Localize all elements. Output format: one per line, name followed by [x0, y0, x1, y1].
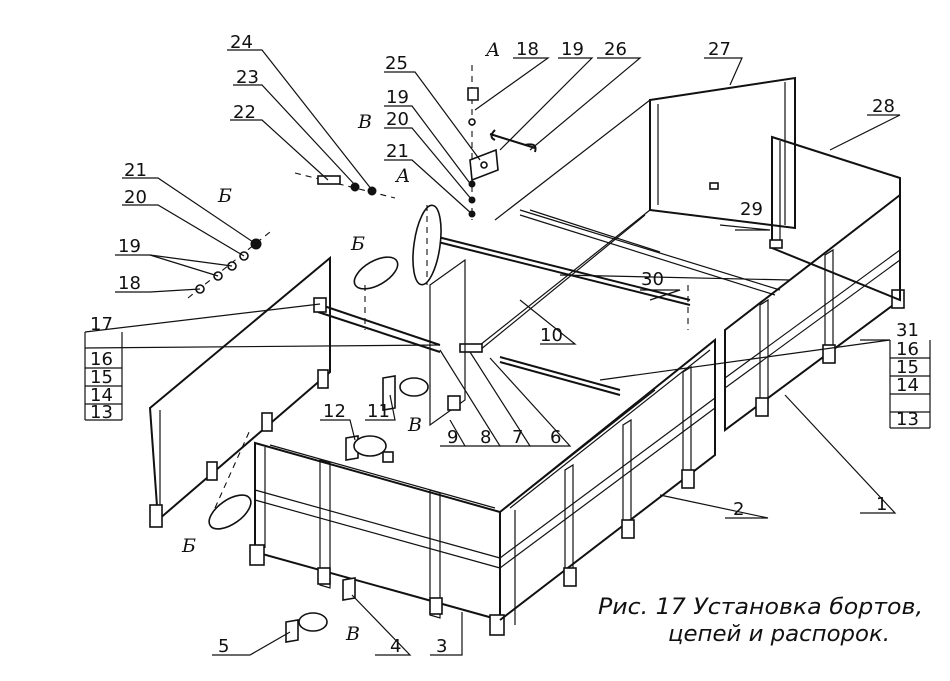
callout-numbers: 1 2 3 4 5 6 7 8 9 10 11 12 13 14 15 16 1… — [90, 32, 919, 657]
callout-23: 23 — [236, 67, 259, 88]
rear-board — [769, 135, 901, 302]
callout-22: 22 — [233, 102, 256, 123]
right-side-board — [499, 337, 716, 625]
callout-11: 11 — [367, 401, 390, 422]
callout-4: 4 — [390, 636, 401, 657]
view-b-mid: Б — [350, 233, 365, 255]
callout-20-left: 20 — [124, 187, 147, 208]
callout-13-left: 13 — [90, 402, 113, 423]
callout-21-mid: 21 — [386, 141, 409, 162]
callout-31: 31 — [896, 320, 919, 341]
callout-3: 3 — [436, 636, 447, 657]
callout-10: 10 — [540, 325, 563, 346]
platform-floor — [479, 209, 791, 513]
caption-line-2: цепей и распорок. — [668, 622, 890, 647]
left-side-board — [148, 255, 331, 528]
callout-15-right: 15 — [896, 357, 919, 378]
callout-15-left: 15 — [90, 367, 113, 388]
view-a-top: А — [484, 39, 500, 61]
callout-21-left: 21 — [124, 160, 147, 181]
callout-1: 1 — [876, 494, 887, 515]
callout-29: 29 — [740, 199, 763, 220]
callout-8: 8 — [480, 427, 491, 448]
callout-18-top: 18 — [516, 39, 539, 60]
front-side-board — [249, 441, 505, 636]
view-v-low: В — [345, 623, 360, 645]
callout-9: 9 — [447, 427, 458, 448]
view-a-mid: А — [394, 165, 410, 187]
callout-18-left: 18 — [118, 273, 141, 294]
callout-19-top: 19 — [561, 39, 584, 60]
callout-25: 25 — [385, 53, 408, 74]
brackets — [285, 375, 396, 643]
corner-post — [429, 258, 466, 427]
spacer-bars — [313, 209, 691, 396]
callout-6: 6 — [550, 427, 561, 448]
callout-19-left: 19 — [118, 236, 141, 257]
callout-14-left: 14 — [90, 385, 113, 406]
callout-27: 27 — [708, 39, 731, 60]
callout-12: 12 — [323, 401, 346, 422]
view-letters: А А Б Б Б В В В — [181, 39, 500, 645]
callout-28: 28 — [872, 96, 895, 117]
callout-24: 24 — [230, 32, 253, 53]
callout-20-mid: 20 — [386, 109, 409, 130]
callout-30: 30 — [641, 269, 664, 290]
callout-7: 7 — [512, 427, 523, 448]
callout-13-right: 13 — [896, 409, 919, 430]
fasteners — [187, 65, 689, 330]
view-b-left: Б — [217, 185, 232, 207]
view-b-low: Б — [181, 535, 196, 557]
view-v-mid: В — [407, 414, 422, 436]
leader-lines — [84, 49, 931, 656]
front-board — [479, 76, 796, 346]
view-v-top: В — [357, 111, 372, 133]
figure-caption: Рис. 17 Установка бортов, цепей и распор… — [598, 595, 923, 647]
rear-right-side-board — [724, 192, 905, 432]
detail-views — [208, 204, 442, 632]
callout-16-left: 16 — [90, 349, 113, 370]
callout-5: 5 — [218, 636, 229, 657]
callout-19-mid: 19 — [386, 87, 409, 108]
callout-14-right: 14 — [896, 375, 919, 396]
callout-17: 17 — [90, 314, 113, 335]
callout-16-right: 16 — [896, 339, 919, 360]
callout-26: 26 — [604, 39, 627, 60]
callout-2: 2 — [733, 499, 744, 520]
caption-line-1: Рис. 17 Установка бортов, — [598, 595, 923, 620]
